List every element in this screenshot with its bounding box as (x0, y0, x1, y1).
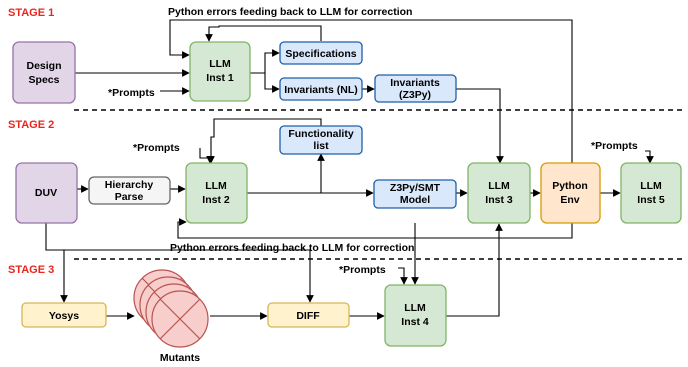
edge-duv-to-yosys (45, 223, 68, 303)
invariants-z3py-node: Invariants (Z3Py) (374, 74, 457, 103)
python-env-node: Python Env (540, 162, 601, 224)
llm1-line2: Inst 1 (206, 72, 234, 84)
functionality-line1: Functionality (288, 128, 353, 140)
edge-prompt-to-llm2 (199, 148, 214, 164)
edge-prompt-to-llm5 (645, 150, 654, 164)
edge-spec-feedback (205, 25, 322, 42)
invariants-z3py-line2: (Z3Py) (399, 89, 431, 101)
yosys-text: Yosys (49, 310, 79, 322)
edge-llm4-to-llm3 (446, 223, 503, 317)
python-env-line1: Python (552, 180, 588, 192)
edge-z3-inv-to-llm3 (456, 88, 504, 164)
mutants-node: Mutants (133, 269, 209, 364)
edge-python-feedback-top (169, 19, 573, 163)
hierarchy-parse-node: Hierarchy Parse (88, 176, 171, 205)
edge-llm1-to-specifications (250, 49, 280, 74)
llm2-line2: Inst 2 (202, 194, 230, 206)
yosys-node: Yosys (21, 302, 107, 328)
python-env-line2: Env (560, 194, 579, 206)
functionality-list-node: Functionality list (279, 125, 363, 155)
edge-duv-to-diff (46, 249, 314, 303)
design-specs-node: Design Specs (12, 41, 76, 104)
design-specs-line2: Specs (29, 74, 60, 86)
design-specs-line1: Design (26, 60, 61, 72)
z3smt-line1: Z3Py/SMT (390, 182, 441, 194)
duv-node: DUV (15, 162, 78, 224)
z3smt-line2: Model (400, 194, 430, 206)
llm4-line2: Inst 4 (401, 316, 429, 328)
llm-inst-1-node: LLM Inst 1 (189, 41, 251, 102)
specifications-node: Specifications (279, 41, 363, 65)
invariants-nl-node: Invariants (NL) (279, 77, 363, 101)
hierarchy-line1: Hierarchy (105, 179, 154, 191)
z3py-smt-model-node: Z3Py/SMT Model (373, 179, 457, 209)
stage-3-label: STAGE 3 (8, 264, 54, 276)
prompt-label-llm1: *Prompts (108, 87, 155, 99)
functionality-line2: list (313, 140, 329, 152)
hierarchy-line2: Parse (115, 191, 144, 203)
llm-inst-5-node: LLM Inst 5 (620, 162, 682, 224)
edge-python-feedback-mid (177, 218, 573, 239)
duv-text: DUV (35, 187, 57, 199)
llm3-line2: Inst 3 (485, 194, 513, 206)
edge-llm1-to-invariants-nl (264, 73, 280, 93)
feedback-label-mid: Python errors feeding back to LLM for co… (170, 242, 414, 254)
edge-functionality-feedback (207, 118, 322, 164)
llm-inst-2-node: LLM Inst 2 (185, 162, 248, 224)
llm5-line1: LLM (640, 180, 662, 192)
llm2-line1: LLM (205, 180, 227, 192)
feedback-label-top: Python errors feeding back to LLM for co… (168, 6, 412, 18)
invariants-nl-text: Invariants (NL) (284, 84, 358, 96)
invariants-z3py-line1: Invariants (390, 77, 440, 89)
prompt-label-llm2: *Prompts (133, 142, 180, 154)
specifications-text: Specifications (285, 48, 356, 60)
diff-node: DIFF (267, 302, 350, 328)
stage-2-label: STAGE 2 (8, 119, 54, 131)
llm3-line1: LLM (488, 180, 510, 192)
edge-llm2-to-functionality (247, 153, 325, 194)
llm5-line2: Inst 5 (637, 194, 665, 206)
llm-inst-3-node: LLM Inst 3 (467, 162, 531, 224)
stage-1-label: STAGE 1 (8, 7, 54, 19)
mutants-label: Mutants (160, 352, 200, 364)
prompt-label-llm5: *Prompts (591, 140, 638, 152)
llm1-line1: LLM (209, 58, 231, 70)
llm4-line1: LLM (404, 302, 426, 314)
edge-prompt-to-llm4 (398, 267, 408, 285)
diff-text: DIFF (296, 310, 320, 322)
llm-inst-4-node: LLM Inst 4 (384, 284, 447, 347)
prompt-label-llm4: *Prompts (339, 264, 386, 276)
mutant-circle-4 (151, 290, 209, 348)
